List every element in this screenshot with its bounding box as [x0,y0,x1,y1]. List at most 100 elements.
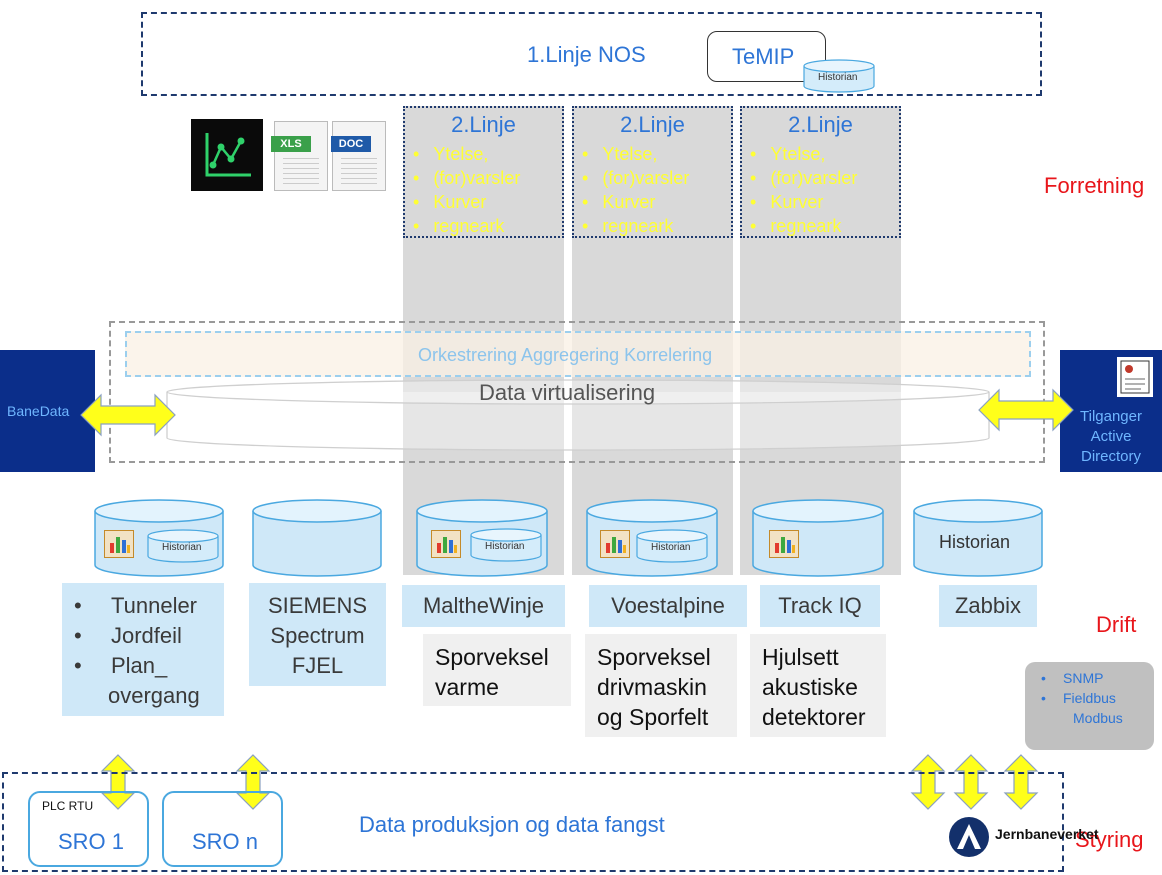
linje2-item: Kurver [413,190,520,214]
tunnel-item: •Tunneler [74,593,198,618]
tunnel-list-box: •Tunneler •Jordfeil •Plan_ overgang [62,583,224,716]
zone-forretning: Forretning [1044,173,1145,198]
tunnel-item: •Jordfeil [74,623,182,648]
plc-rtu-label: PLC RTU [42,799,94,813]
linje2-item: Kurver [750,190,857,214]
historian-mini-cylinder [470,528,542,562]
zone-styring: Styring [1075,827,1144,852]
protocols-box: •SNMP •Fieldbus Modbus [1025,662,1154,750]
bar-chart-icon [600,530,630,558]
historian-mini-cylinder [147,529,219,563]
chart-app-icon [191,119,263,191]
siemens-line: SIEMENS [267,593,368,618]
linje2-box-1: 2.Linje Ytelse, (for)varsler Kurver regn… [403,106,564,238]
vertical-double-arrow [100,754,136,810]
linje2-title-3: 2.Linje [788,112,853,137]
linje2-list-2: Ytelse, (for)varsler Kurver regneark [582,142,689,238]
temip-label: TeMIP [732,44,795,69]
linje2-item: (for)varsler [582,166,689,190]
malthe-label: MaltheWinje [402,585,565,627]
zabbix-label: Zabbix [939,585,1037,627]
sron-box: SRO n [162,791,283,867]
linje2-title-2: 2.Linje [620,112,685,137]
vertical-double-arrow [910,754,946,810]
trackiq-label: Track IQ [760,585,880,627]
linje2-box-2: 2.Linje Ytelse, (for)varsler Kurver regn… [572,106,733,238]
vertical-double-arrow [1003,754,1039,810]
tilganger-panel: Tilganger Active Directory [1060,350,1162,472]
xls-badge: XLS [271,136,311,152]
nos-historian-cylinder [803,59,875,93]
tilganger-double-arrow [978,388,1074,432]
siemens-line: Spectrum [270,623,365,648]
vertical-double-arrow [953,754,989,810]
desc-line: detektorer [762,704,866,730]
zabbix-historian-label: Historian [939,532,1011,552]
linje2-list-1: Ytelse, (for)varsler Kurver regneark [413,142,520,238]
historian-mini-label: Historian [162,542,202,553]
desc-line: og Sporfelt [597,704,709,730]
historian-mini-label: Historian [651,542,691,553]
linje2-list-3: Ytelse, (for)varsler Kurver regneark [750,142,857,238]
voest-label: Voestalpine [589,585,747,627]
linje2-item: (for)varsler [413,166,520,190]
sro1-box: PLC RTU SRO 1 [28,791,149,867]
historian-mini-label: Historian [485,541,525,552]
banedata-double-arrow [80,393,176,437]
banedata-label: BaneData [7,403,70,419]
orchestration-box [125,331,1031,377]
trackiq-database-cylinder [752,499,884,577]
nos-historian-label: Historian [818,72,858,83]
zabbix-database-cylinder [913,499,1043,577]
linje2-item: Ytelse, [413,142,520,166]
production-box [2,772,1064,872]
orchestration-label: Orkestrering Aggregering Korrelering [418,345,713,365]
tunnel-item: overgang [108,683,200,708]
protocol-item: •Fieldbus [1041,690,1116,706]
sron-label: SRO n [192,829,259,854]
certificate-icon [1117,357,1153,397]
nos-box [141,12,1042,96]
desc-malthe: Sporveksel varme [423,634,571,706]
linje2-item: regneark [413,214,520,238]
linje2-item: (for)varsler [750,166,857,190]
xls-file-icon: XLS [271,121,328,191]
sro1-label: SRO 1 [58,829,125,854]
desc-line: drivmaskin [597,674,707,700]
desc-line: akustiske [762,674,858,700]
desc-line: Sporveksel [597,644,711,670]
nos-title: 1.Linje NOS [527,42,646,67]
production-title: Data produksjon og data fangst [359,812,665,837]
bar-chart-icon [431,530,461,558]
siemens-line: FJEL [291,653,344,678]
desc-line: Sporveksel [435,644,549,670]
zone-drift: Drift [1096,612,1137,637]
protocol-item: •SNMP [1041,670,1104,686]
desc-track: Hjulsett akustiske detektorer [750,634,886,737]
banedata-panel: BaneData [0,350,95,472]
linje2-box-3: 2.Linje Ytelse, (for)varsler Kurver regn… [740,106,901,238]
linje2-item: Kurver [582,190,689,214]
virtualization-title: Data virtualisering [479,380,656,405]
desc-line: Hjulsett [762,644,839,670]
siemens-database-cylinder [252,499,382,577]
siemens-label-box: SIEMENS Spectrum FJEL [249,583,386,686]
bar-chart-icon [104,530,134,558]
tilganger-line2: Active [1090,428,1132,445]
linje2-item: Ytelse, [750,142,857,166]
virtualization-cylinder [166,379,990,451]
doc-badge: DOC [331,136,371,152]
bar-chart-icon [769,530,799,558]
linje2-item: regneark [582,214,689,238]
historian-mini-cylinder [636,529,708,563]
tunnel-item: •Plan_ [74,653,168,678]
logo-text: Jernbaneverket [995,826,1099,842]
desc-line: varme [435,674,499,700]
tilganger-line3: Directory [1080,448,1141,465]
doc-file-icon: DOC [331,121,386,191]
jernbaneverket-logo-icon [949,817,989,857]
virtualization-box [109,321,1045,463]
linje2-item: Ytelse, [582,142,689,166]
linje2-item: regneark [750,214,857,238]
desc-voest: Sporveksel drivmaskin og Sporfelt [585,634,737,737]
